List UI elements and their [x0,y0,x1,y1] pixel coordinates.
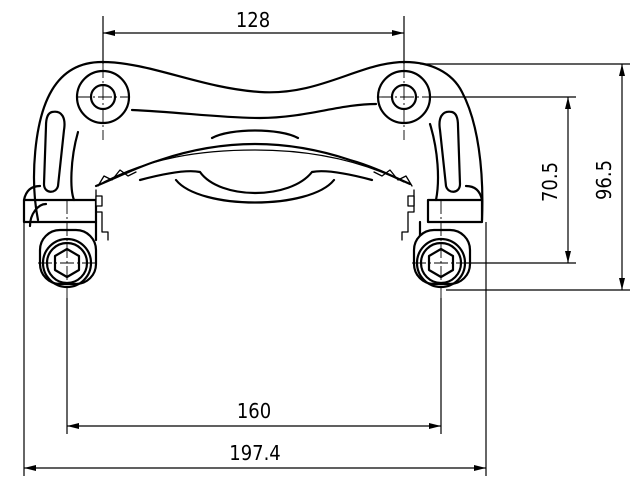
pad-spring [94,129,415,241]
bracket-outline [22,60,484,242]
dimension-197-4: 197.4 [23,222,487,476]
dimension-label-128: 128 [236,8,270,32]
dimension-96-5: 96.5 [420,63,630,291]
dimension-label-96-5: 96.5 [592,160,616,200]
dimension-label-197-4: 197.4 [229,441,281,465]
dimension-128: 128 [102,8,405,64]
bottom-right-bolt [412,228,472,289]
centerlines [38,64,470,298]
dimension-label-70-5: 70.5 [538,162,562,202]
dimension-label-160: 160 [237,399,271,423]
bottom-left-bolt [38,228,98,289]
dimension-160: 160 [66,298,442,434]
dimension-70-5: 70.5 [430,96,576,264]
